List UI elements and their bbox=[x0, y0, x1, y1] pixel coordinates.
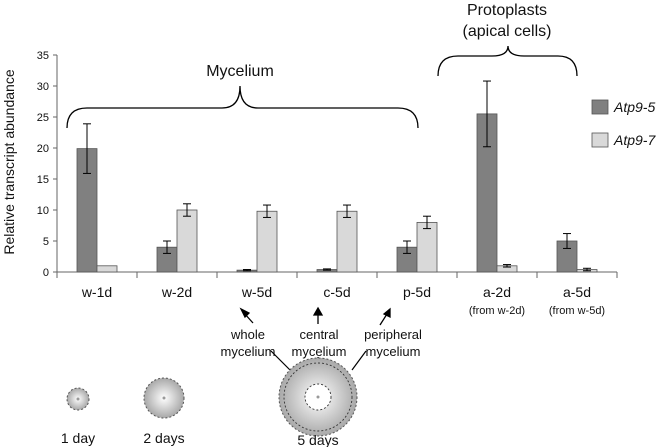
culture-label-2-days: 2 days bbox=[143, 430, 184, 446]
error-bar-atp9-7-w-5d bbox=[263, 204, 271, 218]
y-tick-label: 35 bbox=[37, 50, 49, 62]
arrow-w-5d bbox=[239, 307, 254, 324]
x-tick-label: w-5d bbox=[241, 284, 272, 300]
y-tick-label: 25 bbox=[37, 112, 49, 124]
y-tick-label: 20 bbox=[37, 143, 49, 155]
error-bar-atp9-5-a-2d bbox=[483, 80, 491, 148]
mycelium-label: Mycelium bbox=[206, 63, 274, 80]
arrow-c-5d bbox=[312, 306, 324, 324]
arrow-label-c-5d-line1: central bbox=[299, 327, 338, 342]
error-bar-atp9-5-w-2d bbox=[163, 240, 171, 254]
dish-1-day-icon bbox=[66, 387, 90, 411]
x-tick-label: a-2d bbox=[483, 284, 511, 300]
y-tick-label: 5 bbox=[43, 236, 49, 248]
error-bar-atp9-7-c-5d bbox=[343, 204, 351, 218]
arrow-label-w-5d-line1: whole bbox=[230, 327, 265, 342]
y-tick-label: 30 bbox=[37, 81, 49, 93]
culture-label-1-day: 1 day bbox=[61, 430, 95, 446]
x-tick-label: w-1d bbox=[81, 284, 112, 300]
error-bar-atp9-7-w-2d bbox=[183, 203, 191, 217]
mycelium-brace bbox=[66, 85, 419, 129]
error-bar-atp9-5-p-5d bbox=[403, 240, 411, 254]
legend-label-atp9-5: Atp9-5 bbox=[613, 99, 655, 115]
x-tick-sublabel: (from w-2d) bbox=[469, 305, 525, 317]
dish-5-days-icon bbox=[270, 350, 367, 437]
bars bbox=[76, 113, 598, 273]
y-tick-label: 10 bbox=[37, 205, 49, 217]
error-bar-atp9-5-w-1d bbox=[83, 123, 91, 174]
error-bar-atp9-7-p-5d bbox=[423, 215, 431, 230]
error-bar-atp9-7-a-5d bbox=[583, 267, 591, 272]
error-bars bbox=[83, 80, 591, 272]
y-tick-label: 15 bbox=[37, 174, 49, 186]
bar-atp9-7-c-5d bbox=[336, 210, 358, 273]
bar-atp9-7-w-5d bbox=[256, 210, 278, 273]
arrow-label-c-5d-line2: mycelium bbox=[292, 344, 347, 359]
y-axis-title: Relative transcript abundance bbox=[1, 69, 17, 254]
legend-label-atp9-7: Atp9-7 bbox=[613, 132, 656, 148]
x-tick-label: p-5d bbox=[403, 284, 431, 300]
dish-2-days-icon bbox=[143, 377, 185, 419]
error-bar-atp9-5-a-5d bbox=[563, 233, 571, 249]
arrow-p-5d bbox=[379, 307, 391, 326]
bar-atp9-7-p-5d bbox=[416, 221, 438, 273]
error-bar-atp9-7-a-2d bbox=[503, 264, 511, 268]
y-tick-label: 0 bbox=[43, 267, 49, 279]
x-tick-label: a-5d bbox=[563, 284, 591, 300]
arrow-label-w-5d-line2: mycelium bbox=[221, 344, 276, 359]
arrow-label-p-5d-line1: peripheral bbox=[364, 327, 422, 342]
bar-atp9-7-w-2d bbox=[176, 209, 198, 273]
protoplasts-brace bbox=[437, 45, 578, 77]
x-tick-label: w-2d bbox=[161, 284, 192, 300]
bar-atp9-7-w-1d bbox=[96, 265, 118, 273]
error-bar-atp9-5-w-5d bbox=[243, 269, 251, 272]
x-tick-label: c-5d bbox=[323, 284, 350, 300]
protoplasts-sublabel: (apical cells) bbox=[463, 23, 552, 40]
x-axis-dividers bbox=[56, 272, 618, 278]
y-axis-ticks: 0 5 10 15 20 25 30 35 bbox=[37, 50, 57, 279]
x-axis-labels: w-1d w-2d w-5d c-5d p-5d a-2d (from w-2d) a-5d (… bbox=[81, 284, 605, 317]
error-bar-atp9-5-c-5d bbox=[323, 268, 331, 271]
x-tick-sublabel: (from w-5d) bbox=[549, 305, 605, 317]
arrow-label-p-5d-line2: mycelium bbox=[366, 344, 421, 359]
protoplasts-label: Protoplasts bbox=[467, 2, 547, 19]
culture-label-5-days: 5 days bbox=[297, 432, 338, 447]
legend-swatch-atp9-5 bbox=[591, 99, 609, 115]
legend-swatch-atp9-7 bbox=[591, 132, 609, 148]
